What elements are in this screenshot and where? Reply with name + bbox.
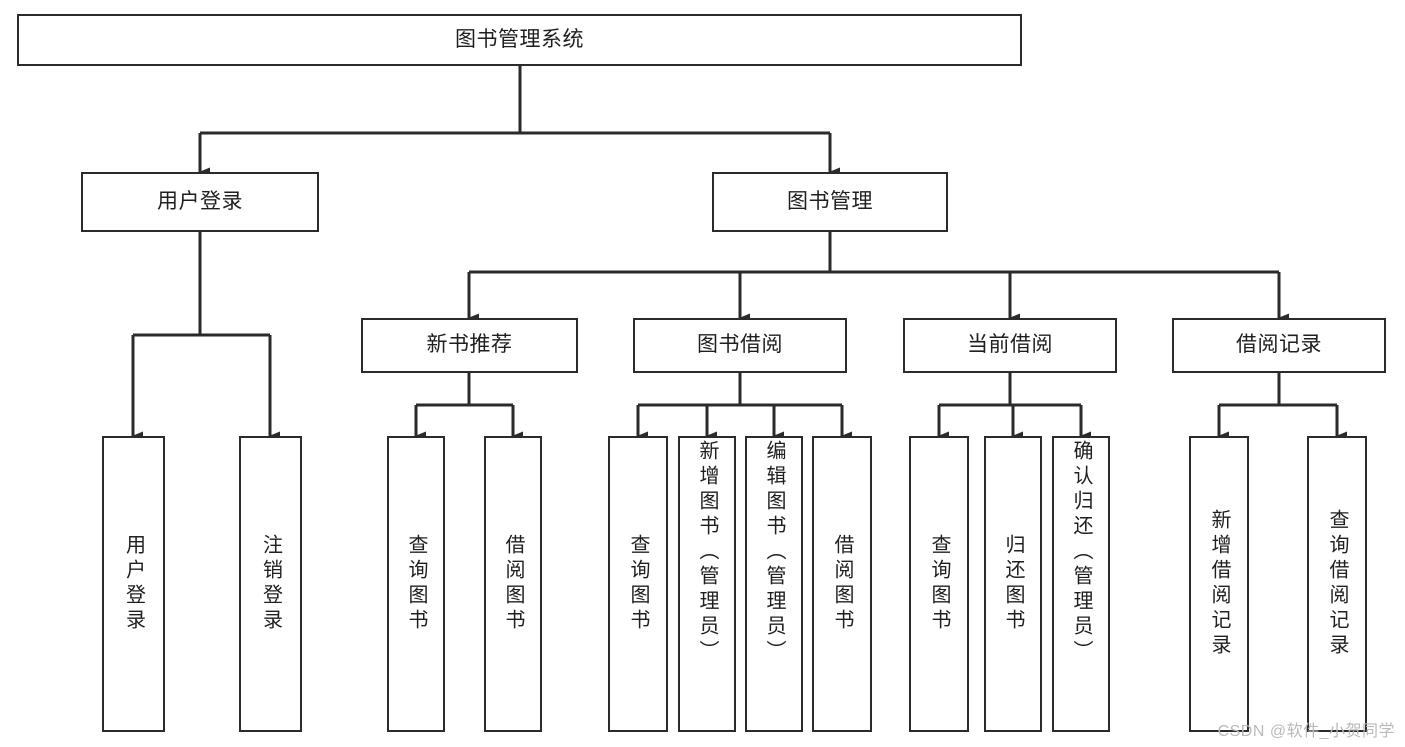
node-new-book-recommend-label: 新书推荐 xyxy=(426,333,513,357)
node-root-label: 图书管理系统 xyxy=(455,27,584,51)
node-leaf-add-borrow-record[interactable]: 新增借阅记录 xyxy=(1189,436,1249,732)
node-root[interactable]: 图书管理系统 xyxy=(17,14,1022,66)
node-book-management[interactable]: 图书管理 xyxy=(712,172,948,232)
node-leaf-query-book-rec-label: 查询图书 xyxy=(405,534,427,634)
node-leaf-borrow-book-rec-label: 借阅图书 xyxy=(502,534,524,634)
node-current-borrow[interactable]: 当前借阅 xyxy=(903,318,1117,373)
node-user-login-label: 用户登录 xyxy=(157,189,243,213)
node-leaf-confirm-return-admin[interactable]: 确认归还（管理员） xyxy=(1052,436,1110,732)
node-book-borrow-label: 图书借阅 xyxy=(697,333,783,357)
node-new-book-recommend[interactable]: 新书推荐 xyxy=(361,318,578,373)
node-leaf-query-borrow-record-label: 查询借阅记录 xyxy=(1326,509,1348,659)
node-leaf-return-book-label: 归还图书 xyxy=(1002,534,1024,634)
node-user-login[interactable]: 用户登录 xyxy=(81,172,319,232)
node-leaf-borrow-book-label: 借阅图书 xyxy=(831,534,853,634)
node-leaf-add-book-admin-label: 新增图书（管理员） xyxy=(696,440,718,665)
node-leaf-confirm-return-admin-label: 确认归还（管理员） xyxy=(1070,440,1092,665)
node-leaf-user-login[interactable]: 用户登录 xyxy=(102,436,165,732)
node-leaf-user-login-label: 用户登录 xyxy=(122,534,145,634)
node-leaf-add-borrow-record-label: 新增借阅记录 xyxy=(1208,509,1230,659)
node-borrow-records-label: 借阅记录 xyxy=(1236,333,1322,357)
node-leaf-return-book[interactable]: 归还图书 xyxy=(984,436,1042,732)
node-leaf-query-book-current-label: 查询图书 xyxy=(928,534,950,634)
node-leaf-borrow-book[interactable]: 借阅图书 xyxy=(812,436,872,732)
node-borrow-records[interactable]: 借阅记录 xyxy=(1172,318,1386,373)
node-leaf-logout-label: 注销登录 xyxy=(259,534,282,634)
node-leaf-query-book-label: 查询图书 xyxy=(627,534,649,634)
node-leaf-borrow-book-rec[interactable]: 借阅图书 xyxy=(484,436,542,732)
node-leaf-query-book-current[interactable]: 查询图书 xyxy=(909,436,969,732)
node-leaf-query-borrow-record[interactable]: 查询借阅记录 xyxy=(1307,436,1367,732)
node-leaf-edit-book-admin-label: 编辑图书（管理员） xyxy=(763,440,785,665)
node-current-borrow-label: 当前借阅 xyxy=(967,333,1053,357)
node-leaf-edit-book-admin[interactable]: 编辑图书（管理员） xyxy=(745,436,803,732)
node-book-borrow[interactable]: 图书借阅 xyxy=(633,318,847,373)
node-leaf-query-book[interactable]: 查询图书 xyxy=(608,436,668,732)
node-leaf-add-book-admin[interactable]: 新增图书（管理员） xyxy=(678,436,736,732)
node-leaf-logout[interactable]: 注销登录 xyxy=(239,436,302,732)
node-leaf-query-book-rec[interactable]: 查询图书 xyxy=(387,436,445,732)
node-book-management-label: 图书管理 xyxy=(787,189,873,213)
